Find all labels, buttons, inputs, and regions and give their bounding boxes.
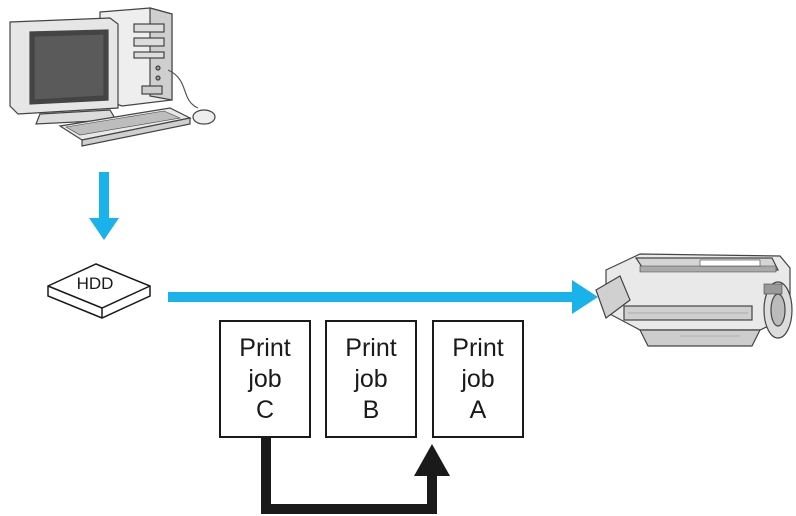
job-a-word2: job xyxy=(461,364,495,393)
job-b-word2: job xyxy=(354,364,388,393)
reorder-arrow xyxy=(261,438,450,514)
computer-icon xyxy=(9,7,216,147)
hdd-icon xyxy=(47,263,151,319)
hdd-label: HDD xyxy=(76,274,114,293)
job-b-letter: B xyxy=(362,395,380,424)
right-arrow xyxy=(168,280,598,314)
print-job-a: Print job A xyxy=(432,320,524,438)
printer-icon xyxy=(595,253,793,347)
print-job-b: Print job B xyxy=(325,320,417,438)
job-c-word1: Print xyxy=(239,333,291,362)
down-arrow xyxy=(89,172,119,240)
job-a-letter: A xyxy=(469,395,487,424)
print-job-c: Print job C xyxy=(219,320,311,438)
job-c-word2: job xyxy=(248,364,282,393)
job-a-word1: Print xyxy=(452,333,504,362)
job-c-letter: C xyxy=(255,395,275,424)
job-b-word1: Print xyxy=(345,333,397,362)
